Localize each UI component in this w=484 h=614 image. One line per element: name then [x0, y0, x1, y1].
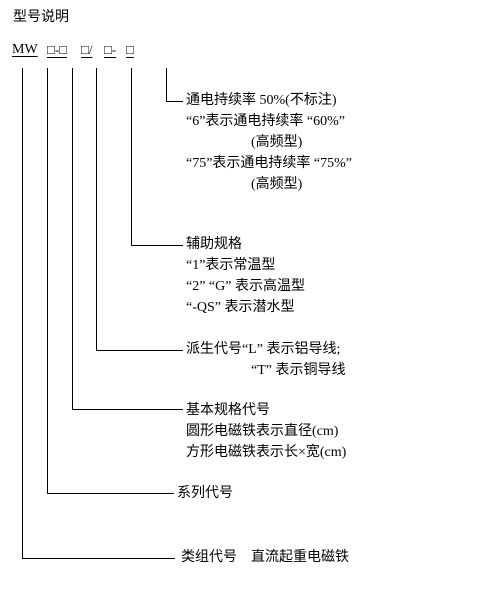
aux-spec-leader-horizontal: [131, 245, 183, 246]
basic-spec-square: 方形电磁铁表示长×宽(cm): [186, 445, 347, 460]
basic-spec-leader-horizontal: [72, 409, 183, 410]
duty-cycle-75-note: (高频型): [251, 177, 303, 192]
duty-cycle-leader-horizontal: [166, 101, 183, 102]
derived-code-copper: “T” 表示铜导线: [251, 363, 346, 378]
derived-code-aluminum: 派生代号“L” 表示铝导线;: [186, 342, 341, 357]
duty-cycle-75: “75”表示通电持续率 “75%”: [186, 156, 353, 171]
basic-spec-leader-vertical: [72, 68, 73, 409]
duty-cycle-60-note: (高频型): [251, 135, 303, 150]
series-code-leader-vertical: [47, 68, 48, 493]
basic-spec-round: 圆形电磁铁表示直径(cm): [186, 424, 339, 439]
derived-code-leader-vertical: [96, 68, 97, 350]
duty-cycle-default: 通电持续率 50%(不标注): [186, 93, 337, 108]
aux-spec-submersible: “-QS” 表示潜水型: [186, 300, 295, 315]
derived-code-leader-horizontal: [96, 350, 183, 351]
aux-spec-high-temp: “2” “G” 表示高温型: [186, 279, 305, 294]
class-code-leader-vertical: [22, 68, 23, 558]
page-title: 型号说明: [13, 10, 69, 25]
basic-spec-heading: 基本规格代号: [186, 403, 270, 418]
aux-spec-normal-temp: “1”表示常温型: [186, 258, 276, 273]
class-code-leader-horizontal: [22, 558, 175, 559]
model-segment-2: □/: [81, 42, 93, 57]
series-code-label: 系列代号: [177, 486, 233, 501]
model-segment-4: □: [126, 42, 134, 57]
duty-cycle-leader-vertical: [166, 68, 167, 101]
class-code-label: 类组代号 直流起重电磁铁: [181, 550, 349, 565]
model-segment-3: □-: [104, 42, 117, 57]
duty-cycle-60: “6”表示通电持续率 “60%”: [186, 114, 346, 129]
model-prefix: MW: [12, 42, 38, 57]
series-code-leader-horizontal: [47, 493, 174, 494]
aux-spec-heading: 辅助规格: [186, 237, 242, 252]
model-segment-1: □-□: [47, 42, 68, 57]
aux-spec-leader-vertical: [131, 68, 132, 245]
